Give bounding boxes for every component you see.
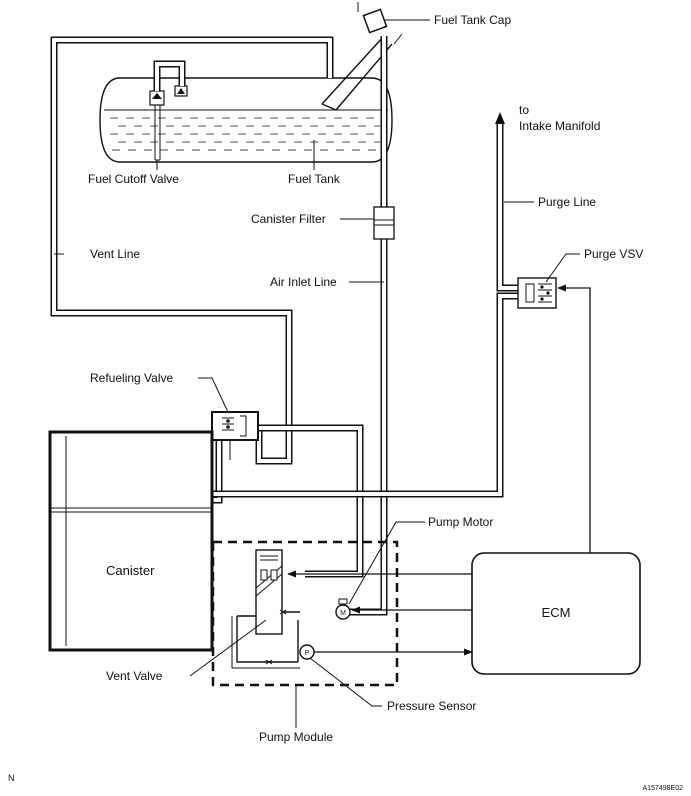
label-refueling-valve: Refueling Valve [90, 371, 173, 385]
label-canister: Canister [106, 563, 155, 578]
label-purge-vsv: Purge VSV [584, 247, 643, 261]
purge-vsv [517, 277, 557, 309]
label-fuel-tank: Fuel Tank [288, 172, 341, 186]
canister-filter [373, 206, 395, 240]
label-canister-filter: Canister Filter [251, 212, 326, 226]
label-vent-line: Vent Line [90, 247, 140, 261]
label-fuel-cutoff-valve: Fuel Cutoff Valve [88, 172, 179, 186]
fuel-tank-cap-shape [362, 8, 388, 34]
footer-n: N [8, 773, 15, 783]
ecm [471, 552, 641, 675]
motor-symbol: M [340, 610, 346, 617]
filler-neck [321, 2, 430, 111]
pump-motor: M [335, 598, 351, 620]
label-pump-motor: Pump Motor [428, 515, 493, 529]
label-purge-line: Purge Line [538, 195, 596, 209]
pump-module-internals [231, 549, 300, 669]
label-vent-valve: Vent Valve [106, 669, 163, 683]
label-pressure-sensor: Pressure Sensor [387, 699, 476, 713]
label-intake-manifold: Intake Manifold [519, 119, 600, 133]
label-air-inlet-line: Air Inlet Line [270, 275, 337, 289]
pump-module [211, 540, 399, 687]
figure-code: A157498E02 [643, 785, 684, 792]
fuel-tank [99, 77, 393, 163]
refueling-valve [211, 411, 259, 460]
signal-lines [287, 284, 591, 656]
label-to: to [519, 103, 529, 117]
label-pump-module: Pump Module [259, 730, 333, 744]
pressure-symbol: P [305, 650, 310, 657]
fuel-cutoff-valve [149, 85, 188, 161]
label-fuel-tank-cap: Fuel Tank Cap [434, 13, 511, 27]
leader-lines [54, 140, 580, 728]
pressure-sensor: P [299, 644, 315, 660]
canister [48, 430, 214, 652]
to-intake-arrow [495, 112, 505, 124]
label-ecm: ECM [542, 605, 571, 620]
